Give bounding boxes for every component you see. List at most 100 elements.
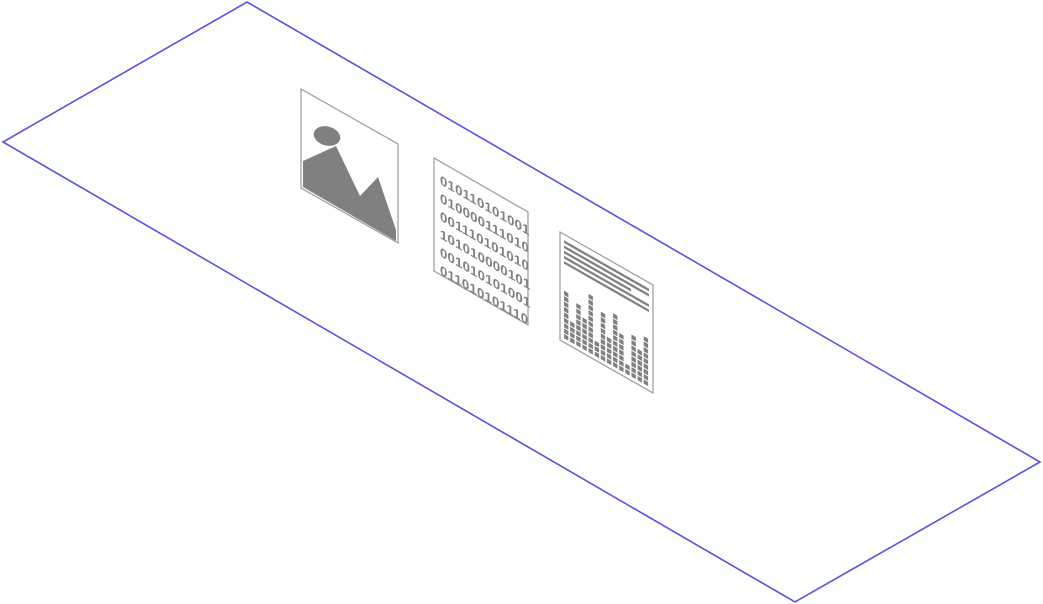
histogram-cell — [576, 308, 581, 316]
histogram-cell — [637, 354, 642, 362]
histogram-cell — [582, 328, 587, 335]
histogram-cell — [625, 363, 630, 371]
mountain-icon — [303, 146, 396, 241]
histogram-cell — [588, 326, 593, 334]
histogram-cell — [631, 339, 636, 347]
histogram-cell — [643, 379, 649, 387]
histogram-cell — [588, 293, 593, 301]
histogram-cell — [588, 337, 593, 344]
histogram-cell — [564, 323, 569, 330]
histogram-cell — [637, 375, 642, 383]
histogram-cell — [588, 315, 593, 323]
histogram-cell — [594, 351, 600, 359]
sun-icon — [313, 126, 341, 146]
histogram-cell — [631, 350, 636, 358]
histogram-cell — [631, 361, 636, 369]
histogram-cell — [631, 334, 636, 342]
histogram-cell — [613, 324, 618, 331]
histogram-cell — [606, 358, 612, 366]
histogram-cell — [613, 313, 618, 321]
data-card-rule-line — [564, 261, 649, 313]
histogram-cell — [564, 312, 569, 320]
data-card-rule-line — [564, 255, 649, 307]
histogram-cell — [600, 311, 606, 319]
histogram-cell — [619, 338, 624, 346]
histogram-cell — [582, 333, 587, 341]
histogram-cell — [564, 306, 569, 314]
histogram-cell — [637, 365, 642, 372]
histogram-cell — [619, 332, 624, 340]
image-placeholder-card[interactable] — [300, 87, 399, 245]
histogram-cell — [631, 345, 636, 353]
histogram-cell — [619, 365, 624, 373]
histogram-cell — [564, 333, 569, 341]
histogram-cell — [576, 335, 581, 343]
histogram-cell — [600, 333, 606, 341]
histogram-cell — [600, 344, 606, 351]
histogram-cell — [564, 290, 569, 298]
binary-card-surface — [433, 156, 529, 327]
data-histogram-card[interactable] — [559, 230, 654, 395]
histogram-cell — [588, 320, 593, 328]
data-card-rule-line — [564, 250, 631, 292]
histogram-cell — [576, 319, 581, 327]
histogram-cell — [564, 317, 569, 325]
histogram-cell — [588, 347, 593, 355]
histogram-cell — [643, 373, 649, 381]
histogram-cell — [576, 313, 581, 321]
histogram-cell — [613, 340, 618, 348]
histogram-cell — [570, 326, 575, 334]
data-card-rule-line — [564, 240, 649, 292]
histogram-cell — [606, 336, 612, 344]
histogram-cell — [576, 340, 581, 348]
histogram-cell — [643, 352, 649, 360]
histogram-cell — [613, 356, 618, 364]
histogram-cell — [570, 331, 575, 339]
histogram-cell — [600, 338, 606, 346]
histogram-cell — [613, 345, 618, 353]
histogram-cell — [594, 345, 600, 353]
histogram-cell — [570, 321, 575, 328]
histogram-cell — [588, 299, 593, 307]
histogram-cell — [600, 322, 606, 330]
histogram-cell — [643, 363, 649, 370]
histogram-cell — [588, 342, 593, 350]
histogram-cell — [643, 357, 649, 365]
histogram-cell — [631, 356, 636, 363]
histogram-cell — [643, 346, 649, 354]
binary-data-card[interactable]: 010110101001 010000111010 001110101010 1… — [433, 156, 530, 329]
histogram-cell — [613, 318, 618, 326]
histogram-cell — [600, 349, 606, 357]
histogram-cell — [588, 331, 593, 339]
histogram-cell — [564, 301, 569, 309]
histogram-cell — [582, 338, 587, 346]
histogram-cell — [564, 296, 569, 303]
histogram-cell — [600, 354, 606, 362]
histogram-cell — [570, 337, 575, 345]
histogram-cell — [613, 351, 618, 358]
histogram-cell — [564, 328, 569, 336]
histogram-cell — [619, 359, 624, 367]
data-card-rule-line — [564, 245, 649, 297]
histogram-cell — [643, 336, 649, 343]
histogram-cell — [576, 303, 581, 310]
histogram-cell — [631, 372, 636, 380]
histogram-cell — [576, 330, 581, 337]
histogram-cell — [613, 361, 618, 369]
histogram-cell — [637, 370, 642, 378]
histogram-cell — [588, 310, 593, 317]
histogram-cell — [637, 359, 642, 367]
histogram-cell — [600, 327, 606, 335]
histogram-cell — [619, 354, 624, 362]
histogram-cell — [637, 348, 642, 356]
histogram-cell — [619, 343, 624, 351]
histogram-cell — [576, 324, 581, 332]
histogram-cell — [643, 368, 649, 376]
histogram-cell — [613, 334, 618, 342]
histogram-cell — [594, 340, 600, 348]
histogram-cell — [643, 341, 649, 349]
histogram-cell — [606, 342, 612, 349]
